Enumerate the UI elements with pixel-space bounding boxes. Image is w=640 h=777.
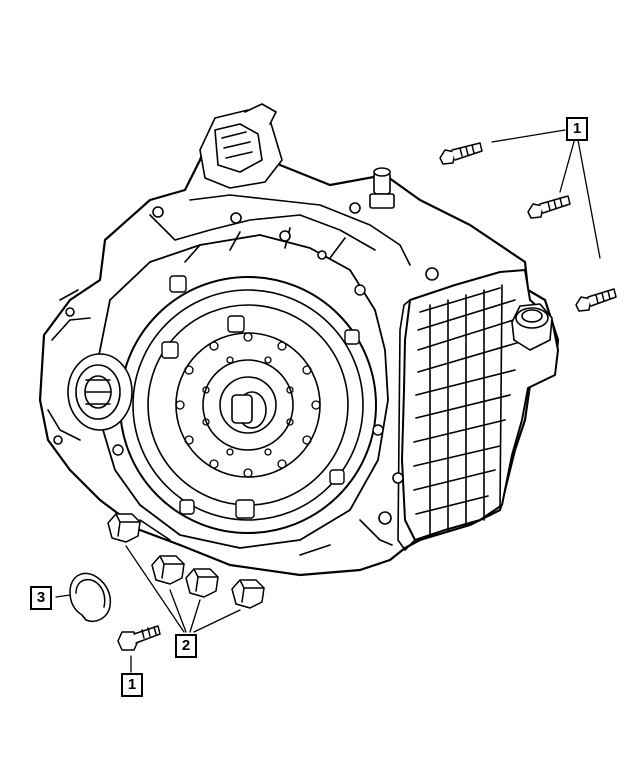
- plug: [107, 513, 141, 543]
- bolt: [527, 195, 571, 219]
- converter-bolt-holes: [175, 332, 321, 478]
- bolt: [117, 625, 161, 651]
- bolt: [439, 142, 483, 165]
- electrical-connector: [199, 103, 283, 189]
- shield: [69, 572, 112, 622]
- transmission-assembly: [38, 103, 560, 577]
- axle-output: [67, 353, 133, 431]
- callout-3: 3: [30, 586, 52, 610]
- callout-1-bottom: 1: [121, 673, 143, 697]
- plug: [185, 568, 219, 598]
- breather-vent: [369, 167, 395, 209]
- bolt: [575, 288, 617, 312]
- callout-2: 2: [175, 634, 197, 658]
- plug: [151, 555, 185, 585]
- fill-cap: [511, 303, 553, 351]
- leader-lines: [55, 129, 601, 673]
- plug: [231, 579, 265, 609]
- callout-1-top-right: 1: [566, 117, 588, 141]
- flange-bosses: [110, 275, 384, 519]
